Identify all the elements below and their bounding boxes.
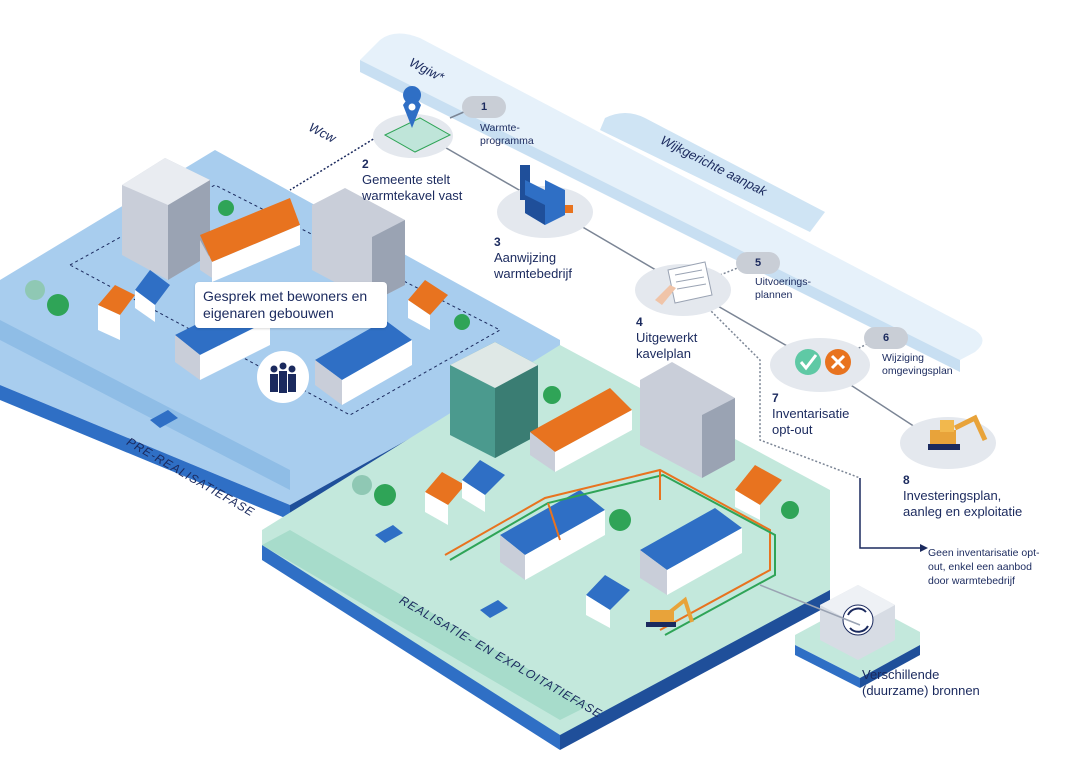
car-icon [150, 410, 508, 618]
step-4-number: 4 [636, 315, 643, 329]
step-6-badge: 6 [864, 327, 908, 349]
document-hand-icon [655, 261, 713, 305]
resident-conversation-callout: Gesprek met bewoners en eigenaren gebouw… [195, 282, 387, 328]
step-4-text: Uitgewerkt kavelplan [636, 330, 698, 361]
no-opt-out-note: Geen inventarisatie opt- out, enkel een … [928, 547, 1040, 587]
step-6-text: Wijziging omgevingsplan [882, 352, 953, 377]
excavator-icon [928, 414, 988, 450]
step-2-label: 2 Gemeente stelt warmtekavel vast [362, 156, 462, 204]
recycle-icon [842, 604, 874, 636]
step-1-badge: 1 [462, 96, 506, 118]
step-1-label: Warmte- programma [480, 122, 534, 148]
map-pin-icon [383, 86, 452, 153]
step-2-number: 2 [362, 157, 369, 171]
step-5-label: Uitvoerings- plannen [755, 276, 811, 302]
buildings-pre [25, 158, 470, 405]
step-7-text: Inventarisatie opt-out [772, 406, 850, 437]
check-cross-icon [795, 349, 851, 375]
note-arrow-head [920, 544, 928, 552]
step-7-label: 7 Inventarisatie opt-out [772, 390, 849, 438]
step-7-number: 7 [772, 391, 779, 405]
step-4-label: 4 Uitgewerkt kavelplan [636, 314, 697, 362]
step-5-badge: 5 [736, 252, 780, 274]
sources-label: Verschillende (duurzame) bronnen [862, 667, 980, 698]
buildings-realisation [352, 342, 799, 628]
step-2-text: Gemeente stelt warmtekavel vast [362, 172, 463, 203]
step-8-text: Investeringsplan, aanleg en exploitatie [903, 488, 1023, 519]
people-icon [257, 351, 309, 403]
wijkgerichte-band [600, 113, 825, 232]
step-8-number: 8 [903, 473, 910, 487]
excavator-realisation [646, 596, 694, 627]
step-3-text: Aanwijzing warmtebedrijf [494, 250, 573, 281]
step-6-label: Wijziging omgevingsplan [882, 352, 953, 378]
heat-pipes [444, 468, 776, 636]
step-3-label: 3 Aanwijzing warmtebedrijf [494, 234, 572, 282]
step-3-number: 3 [494, 235, 501, 249]
step-5-text: Uitvoerings- plannen [755, 276, 812, 301]
wgiw-band [360, 33, 983, 361]
step-8-label: 8 Investeringsplan, aanleg en exploitati… [903, 472, 1022, 520]
step-1-text: Warmte- programma [480, 122, 534, 147]
source-platform [795, 585, 920, 688]
factory-icon [520, 165, 573, 225]
